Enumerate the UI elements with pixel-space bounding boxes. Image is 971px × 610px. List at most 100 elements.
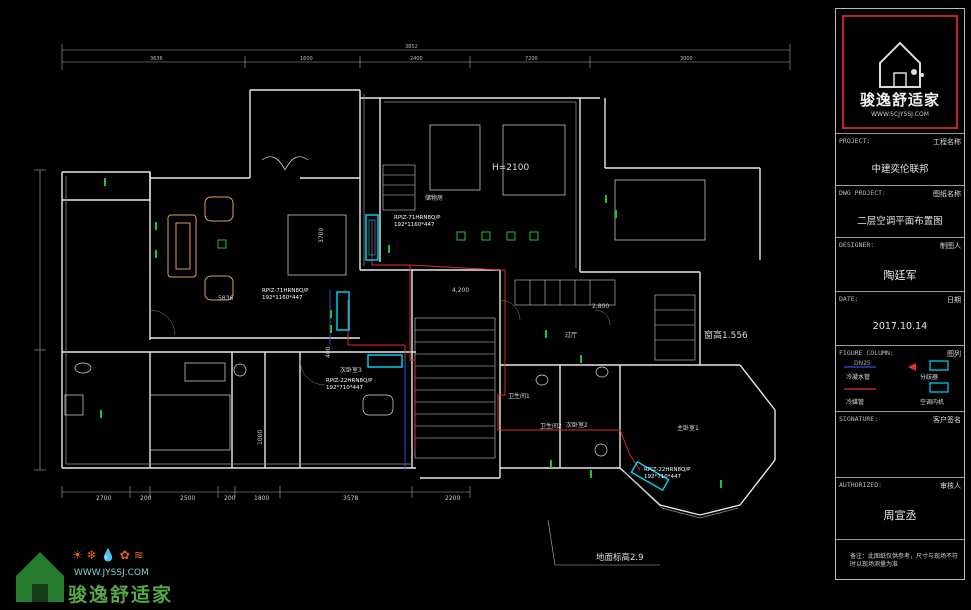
drawing-note: 备注：此图纸仅供参考，尺寸与现场不符时以现场测量为准 <box>850 553 959 568</box>
signature-label-cn: 客户签名 <box>933 416 961 424</box>
watermark-house-icon <box>16 552 64 602</box>
refrigerant-piping <box>329 220 641 471</box>
unit-2-size: 192*1160*447 <box>262 295 303 301</box>
signature-row: SIGNATURE: 客户签名 <box>836 411 964 431</box>
room-bath2: 卫生间2 <box>540 422 562 430</box>
sofa-set <box>167 196 234 301</box>
signature-label: SIGNATURE: <box>839 415 879 423</box>
wall-inner-lines <box>65 94 739 519</box>
dim-bottom-2: 200 <box>140 495 152 502</box>
dwg-row: DWG PROJECT: 图纸名称 <box>836 185 964 205</box>
dimension-lines-top <box>61 44 791 70</box>
dimension-lines-bottom <box>61 486 471 498</box>
unit-1-model: RPIZ-71HRN8Q/P <box>394 215 441 221</box>
indoor-unit-1[interactable] <box>365 214 379 261</box>
unit-3-model: RPIZ-22HRN8Q/P <box>326 378 373 384</box>
logo-brand-text: 骏逸舒适家 <box>859 91 940 109</box>
date-row: DATE: 日期 <box>836 291 964 311</box>
window-height-note: 窗高1.556 <box>704 329 748 341</box>
dwg-label-cn: 图纸名称 <box>933 190 961 198</box>
watermark: ☀❄💧✿≋ WWW.JYSSJ.COM 骏逸舒适家 <box>10 546 195 606</box>
room-bedroom3: 次卧室3 <box>340 366 362 374</box>
dim-inner-1000: 1000 <box>257 430 264 445</box>
indoor-unit-3[interactable] <box>367 354 403 368</box>
legend-indoor-unit-icon <box>929 382 949 393</box>
room-storage: 储物房 <box>425 194 443 202</box>
room-bath1: 卫生间1 <box>508 392 530 400</box>
authorized-label: AUTHORIZED: <box>839 481 883 489</box>
dim-inner-5836: 5836 <box>218 295 233 302</box>
unit-4-model: RPIZ-22HRN8Q/P <box>644 467 691 473</box>
dim-top-4: 7200 <box>525 56 538 62</box>
dim-top-2: 1600 <box>300 56 313 62</box>
legend-branch-icon <box>908 363 916 371</box>
legend-indoor-unit: 空调内机 <box>920 399 945 406</box>
legend-condensate: 冷凝水管 <box>846 374 871 381</box>
figure-label-cn: 图列 <box>947 350 961 358</box>
logo-url-text: WWW.SCJYSSJ.COM <box>871 111 929 118</box>
legend-dn25: DN25 <box>854 360 871 367</box>
title-block: 骏逸舒适家 WWW.SCJYSSJ.COM PROJECT: 工程名称 中建奕伦… <box>835 8 965 580</box>
legend-indoor-unit-icon-2 <box>929 360 949 371</box>
room-master: 主卧室1 <box>677 424 699 432</box>
dim-inner-4200: 4,200 <box>452 287 469 294</box>
dwg-value: 二层空调平面布置图 <box>857 216 943 227</box>
note-divider <box>836 539 964 540</box>
dwg-label: DWG PROJECT: <box>839 189 886 197</box>
designer-label-cn: 制图人 <box>940 242 961 250</box>
watermark-url: WWW.JYSSJ.COM <box>74 568 149 578</box>
designer-value: 陶廷军 <box>883 269 917 282</box>
dim-inner-2800: 2,800 <box>592 303 609 310</box>
indoor-unit-4[interactable] <box>630 460 670 492</box>
date-label: DATE: <box>839 295 859 303</box>
unit-1-size: 192*1160*447 <box>394 222 435 228</box>
dim-top-3: 2400 <box>410 56 423 62</box>
floor-height-note: 地面标高2.9 <box>596 552 644 563</box>
date-label-cn: 日期 <box>947 296 961 304</box>
unit-2-model: RPIZ-71HRN8Q/P <box>262 288 309 294</box>
designer-label: DESIGNER: <box>839 241 875 249</box>
door-swings <box>149 299 611 386</box>
room-bedroom2: 次卧室2 <box>566 421 588 429</box>
dimension-lines-left <box>34 169 46 471</box>
project-label-cn: 工程名称 <box>933 138 961 146</box>
company-logo: 骏逸舒适家 WWW.SCJYSSJ.COM <box>842 15 958 129</box>
project-row: PROJECT: 工程名称 <box>836 133 964 157</box>
legend-graphics <box>844 360 949 393</box>
floor-plan: 3852 3636 1600 2400 7200 3000 <box>34 44 791 566</box>
room-hall: 过厅 <box>565 331 577 339</box>
legend-branch: 分歧器 <box>920 374 939 381</box>
authorized-value: 周宣丞 <box>883 509 917 522</box>
dim-top-5: 3000 <box>680 56 693 62</box>
indoor-unit-2[interactable] <box>336 291 350 331</box>
dim-bottom-5: 1800 <box>254 495 269 502</box>
unit-3-size: 192*710*447 <box>326 385 363 391</box>
figure-row: FIGURE COLUMN: 图列 <box>836 345 964 365</box>
dim-bottom-4: 200 <box>224 495 236 502</box>
dim-top-total: 3852 <box>405 44 418 50</box>
dim-bottom-1: 2700 <box>96 495 111 502</box>
stairs <box>382 164 696 459</box>
house-logo-icon <box>879 41 924 88</box>
dim-bottom-6: 3578 <box>343 495 358 502</box>
room-height-label: H=2100 <box>492 163 529 173</box>
authorized-row: AUTHORIZED: 审核人 <box>836 477 964 497</box>
walls <box>61 89 776 516</box>
dim-inner-3700: 3700 <box>318 228 325 243</box>
authorized-label-cn: 审核人 <box>940 482 961 490</box>
watermark-weather-icons: ☀❄💧✿≋ <box>72 548 148 562</box>
project-label: PROJECT: <box>839 137 871 145</box>
dim-top-1: 3636 <box>150 56 163 62</box>
legend-refrigerant: 冷媒管 <box>846 399 865 406</box>
project-value: 中建奕伦联邦 <box>871 164 929 175</box>
date-value: 2017.10.14 <box>872 321 928 332</box>
vent-markers <box>100 178 722 488</box>
figure-label: FIGURE COLUMN: <box>839 349 894 357</box>
dim-inner-400: 400 <box>325 346 332 358</box>
designer-row: DESIGNER: 制图人 <box>836 237 964 257</box>
watermark-brand: 骏逸舒适家 <box>68 584 174 606</box>
dim-bottom-7: 2200 <box>445 495 460 502</box>
dim-bottom-3: 2500 <box>180 495 195 502</box>
furniture <box>64 124 706 457</box>
unit-4-size: 192*710*447 <box>644 474 681 480</box>
